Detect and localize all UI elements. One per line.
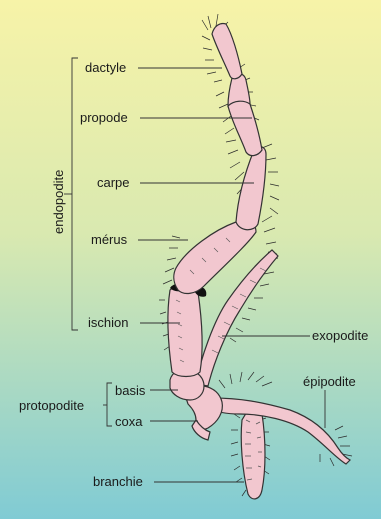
label-dactyle: dactyle: [85, 60, 126, 75]
label-endopodite: endopodite: [51, 170, 66, 234]
label-merus: mérus: [91, 232, 127, 247]
label-basis: basis: [115, 383, 145, 398]
label-coxa: coxa: [115, 414, 142, 429]
label-ischion: ischion: [88, 315, 128, 330]
label-exopodite: exopodite: [312, 328, 368, 343]
label-protopodite: protopodite: [19, 398, 84, 413]
label-propode: propode: [80, 110, 128, 125]
label-carpe: carpe: [97, 175, 130, 190]
ischion-shape: [168, 286, 202, 377]
label-epipodite: épipodite: [303, 374, 356, 389]
label-branchie: branchie: [93, 474, 143, 489]
